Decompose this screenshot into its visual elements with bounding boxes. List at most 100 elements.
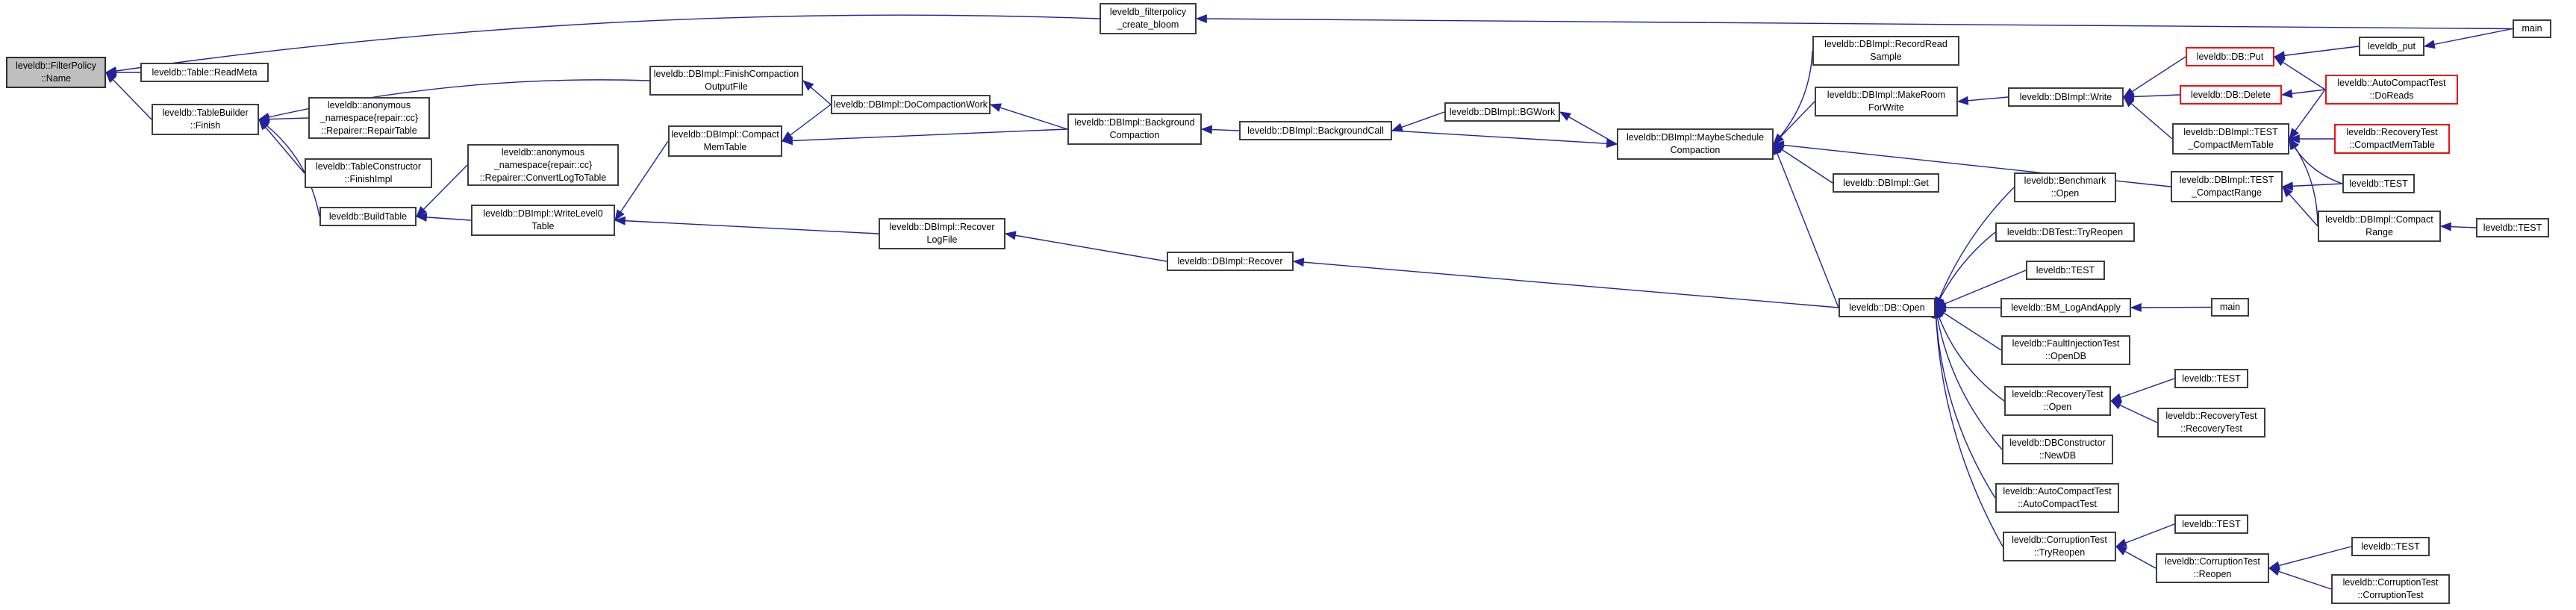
node-test-4[interactable]: leveldb::TEST bbox=[2174, 369, 2248, 388]
node-label: leveldb::DB::Open bbox=[1849, 302, 1925, 313]
node-label: OutputFile bbox=[705, 81, 748, 92]
node-label: leveldb::TableConstructor bbox=[315, 161, 422, 172]
call-edge-n44-n34 bbox=[1933, 306, 2003, 450]
node-label: leveldb::TEST bbox=[2036, 264, 2095, 276]
node-build-table[interactable]: leveldb::BuildTable bbox=[319, 207, 417, 226]
node-table-builder-finish[interactable]: leveldb::TableBuilder::Finish bbox=[152, 104, 259, 135]
node-label: leveldb::AutoCompactTest bbox=[2003, 486, 2112, 497]
node-table-read-meta[interactable]: leveldb::Table::ReadMeta bbox=[140, 63, 269, 82]
node-label: leveldb::DB::Delete bbox=[2190, 89, 2271, 100]
node-label: leveldb::FaultInjectionTest bbox=[2012, 338, 2120, 349]
node-label: leveldb::DB::Put bbox=[2196, 51, 2264, 62]
node-label: leveldb::CorruptionTest bbox=[2342, 577, 2439, 588]
node-benchmark-open[interactable]: leveldb::Benchmark::Open bbox=[2014, 172, 2116, 202]
node-recovery-test-compact-mem-table[interactable]: leveldb::RecoveryTest::CompactMemTable bbox=[2334, 124, 2450, 154]
call-edge-n34-n33 bbox=[1292, 258, 1839, 308]
node-label: leveldb::DBImpl::Compact bbox=[671, 129, 779, 140]
call-edge-n50-n48 bbox=[2268, 567, 2332, 590]
node-dbimpl-write[interactable]: leveldb::DBImpl::Write bbox=[2008, 87, 2124, 107]
node-test-2[interactable]: leveldb::TEST bbox=[2476, 218, 2549, 237]
node-main-top[interactable]: main bbox=[2513, 19, 2551, 38]
node-bg-work[interactable]: leveldb::DBImpl::BGWork bbox=[1444, 102, 1560, 122]
node-label: Table bbox=[531, 221, 555, 231]
node-recovery-test-open[interactable]: leveldb::RecoveryTest::Open bbox=[2004, 386, 2111, 416]
node-test-6[interactable]: leveldb::TEST bbox=[2351, 537, 2430, 556]
call-edge-n18-n16 bbox=[1773, 101, 1815, 145]
node-test-compact-range[interactable]: leveldb::DBImpl::TEST_CompactRange bbox=[2171, 171, 2283, 202]
node-label: leveldb::BM_LogAndApply bbox=[2011, 302, 2121, 313]
node-label: ::FinishImpl bbox=[344, 174, 393, 184]
node-do-compaction-work[interactable]: leveldb::DBImpl::DoCompactionWork bbox=[831, 95, 991, 114]
node-label: ::NewDB bbox=[2039, 450, 2077, 461]
node-test-3[interactable]: leveldb::TEST bbox=[2026, 261, 2105, 280]
node-dbimpl-recover[interactable]: leveldb::DBImpl::Recover bbox=[1167, 252, 1294, 271]
node-label: leveldb::TEST bbox=[2349, 178, 2408, 189]
call-edge-n10-n9 bbox=[802, 80, 832, 105]
node-leveldb-filterpolicy-create-bloom[interactable]: leveldb_filterpolicy_create_bloom bbox=[1100, 3, 1197, 34]
node-db-open[interactable]: leveldb::DB::Open bbox=[1839, 298, 1936, 317]
node-corruption-ctor[interactable]: leveldb::CorruptionTest::CorruptionTest bbox=[2331, 574, 2450, 604]
node-auto-compact-test-ctor[interactable]: leveldb::AutoCompactTest::AutoCompactTes… bbox=[1995, 483, 2119, 513]
node-test-1[interactable]: leveldb::TEST bbox=[2342, 174, 2415, 193]
node-label: ::DoReads bbox=[2369, 90, 2414, 101]
node-label: leveldb::TEST bbox=[2182, 373, 2241, 384]
node-label: leveldb::DBImpl::TEST bbox=[2179, 175, 2274, 185]
call-edge-n23-n20 bbox=[2123, 96, 2173, 140]
node-leveldb-put-c[interactable]: leveldb_put bbox=[2359, 37, 2424, 56]
node-auto-compact-do-reads[interactable]: leveldb::AutoCompactTest::DoReads bbox=[2325, 75, 2458, 105]
node-db-put[interactable]: leveldb::DB::Put bbox=[2186, 47, 2274, 66]
node-label: ::RecoveryTest bbox=[2180, 423, 2242, 434]
node-corruption-reopen[interactable]: leveldb::CorruptionTest::Reopen bbox=[2156, 553, 2269, 583]
node-label: leveldb_put bbox=[2368, 40, 2416, 52]
call-edge-n49-n48 bbox=[2268, 546, 2352, 570]
node-repairer-repair-table[interactable]: leveldb::anonymous_namespace{repair::cc}… bbox=[308, 97, 430, 139]
call-edge-n26-n21 bbox=[2273, 56, 2326, 90]
node-test-5[interactable]: leveldb::TEST bbox=[2174, 514, 2248, 534]
node-db-constructor-new-db[interactable]: leveldb::DBConstructor::NewDB bbox=[2002, 435, 2113, 464]
node-background-call[interactable]: leveldb::DBImpl::BackgroundCall bbox=[1239, 121, 1392, 140]
node-bm-log-and-apply[interactable]: leveldb::BM_LogAndApply bbox=[2000, 298, 2131, 317]
node-fault-injection-open-db[interactable]: leveldb::FaultInjectionTest::OpenDB bbox=[2001, 335, 2130, 365]
node-dbimpl-get[interactable]: leveldb::DBImpl::Get bbox=[1833, 173, 1939, 193]
node-dbtest-try-reopen[interactable]: leveldb::DBTest::TryReopen bbox=[1995, 222, 2135, 242]
call-edge-n25-n12 bbox=[1195, 14, 2513, 30]
node-db-delete[interactable]: leveldb::DB::Delete bbox=[2180, 85, 2282, 105]
call-edge-n20-n18 bbox=[1956, 96, 2009, 105]
node-label: leveldb::DBImpl::WriteLevel0 bbox=[483, 208, 603, 219]
node-repairer-convert-log-to-table[interactable]: leveldb::anonymous_namespace{repair::cc}… bbox=[467, 144, 619, 186]
node-recovery-test-ctor[interactable]: leveldb::RecoveryTest::RecoveryTest bbox=[2157, 408, 2265, 438]
call-edge-n22-n20 bbox=[2122, 92, 2180, 102]
call-edge-n34-n16 bbox=[1773, 143, 1839, 308]
call-edge-n25-n24 bbox=[2423, 28, 2513, 49]
node-corruption-try-reopen[interactable]: leveldb::CorruptionTest::TryReopen bbox=[2003, 532, 2116, 561]
node-label: leveldb::anonymous bbox=[501, 146, 585, 158]
node-label: leveldb_filterpolicy bbox=[1109, 7, 1187, 17]
node-label: ::CorruptionTest bbox=[2357, 590, 2424, 600]
node-label: ::OpenDB bbox=[2045, 351, 2086, 361]
call-edge-n15-n14 bbox=[1391, 111, 1445, 132]
call-edge-n7-n6 bbox=[416, 164, 468, 217]
call-edge-n10-n11 bbox=[782, 104, 832, 142]
node-label: ::Reopen bbox=[2193, 569, 2232, 579]
node-test-compact-mem-table[interactable]: leveldb::DBImpl::TEST_CompactMemTable bbox=[2172, 123, 2289, 155]
call-edge-n30-n23 bbox=[2289, 138, 2318, 227]
node-main-mid[interactable]: main bbox=[2211, 298, 2249, 317]
node-label: main bbox=[2522, 23, 2542, 34]
node-label: ::Finish bbox=[190, 120, 221, 131]
call-edge-n26-n22 bbox=[2280, 89, 2326, 99]
node-label: ::Open bbox=[2050, 188, 2080, 199]
node-label: leveldb::Benchmark bbox=[2024, 175, 2106, 186]
node-label: ::Repairer::ConvertLogToTable bbox=[479, 172, 607, 183]
node-label: leveldb::DBImpl::BGWork bbox=[1449, 106, 1556, 117]
node-table-constructor-finish-impl[interactable]: leveldb::TableConstructor::FinishImpl bbox=[305, 158, 432, 188]
